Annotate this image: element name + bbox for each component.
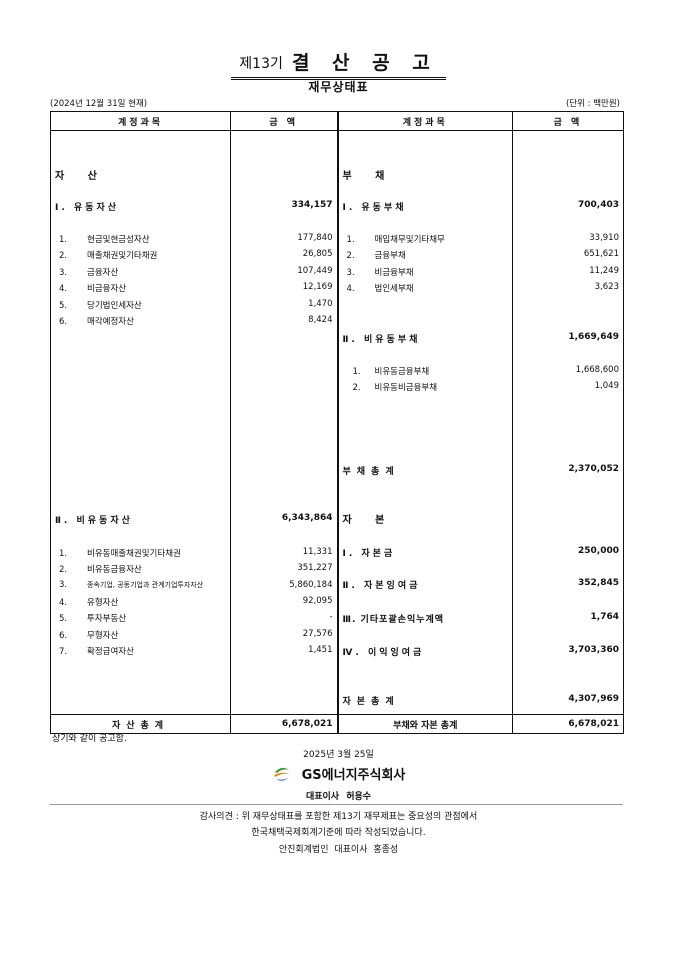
assets-section-label: 자 산 [55,171,107,182]
list-item: 2.매출채권및기타채권 [59,251,158,261]
list-item: 7.확정급여자산 [59,647,134,657]
amount: 33,910 [589,233,619,243]
noncurrent-assets-label: Ⅱ. 비유동자산 [55,516,133,526]
noncurrent-liabilities-label: Ⅱ. 비유동부채 [342,335,421,345]
list-item: 5.당기법인세자산 [59,301,142,311]
list-item: 1.현금및현금성자산 [59,235,150,245]
amount: 8,424 [308,315,333,325]
liabilities-amounts-cell: 700,403 33,910 651,621 11,249 3,623 1,66… [512,130,624,715]
amount: 351,227 [297,563,333,573]
as-of-date: (2024년 12월 31일 현재) [50,99,148,109]
current-assets-amount: 334,157 [291,200,333,210]
equity-item-label: Ⅱ. 자본잉여금 [342,581,421,591]
amount: 177,840 [297,233,333,243]
equity-item-amount: 1,764 [590,612,619,622]
header-account-right: 계정과목 [336,111,513,131]
company-name: GS에너지주식회사 [0,764,677,784]
list-item: 4.유형자산 [59,598,119,608]
divider [50,804,623,805]
equity-total-label: 자본총계 [342,697,400,707]
amount: 1,470 [308,299,333,309]
current-assets-label: Ⅰ. 유동자산 [55,203,120,213]
amount: 92,095 [302,596,333,606]
amount: 5,860,184 [289,580,333,590]
list-item: 6.무형자산 [59,631,119,641]
assets-amounts-cell: 334,157 177,840 26,805 107,449 12,169 1,… [230,130,338,715]
liabilities-section-label: 부 채 [342,171,395,182]
amount: - [329,612,333,622]
list-item: 4.법인세부채 [346,284,414,294]
amount: 27,576 [302,629,333,639]
amount: 26,805 [302,249,333,259]
current-liabilities-amount: 700,403 [578,200,619,210]
amount: 12,169 [302,282,333,292]
header-account-left: 계정과목 [50,111,231,131]
liabilities-total-amount: 2,370,052 [568,464,619,474]
equity-item-label: Ⅳ. 이익잉여금 [342,648,425,658]
liab-equity-total-label: 부채와 자본 총계 [336,714,513,734]
auditor-signature: 안진회계법인 대표이사 홍종성 [278,845,399,855]
assets-names-cell: 자 산 Ⅰ. 유동자산 1.현금및현금성자산 2.매출채권및기타채권 3.금융자… [50,130,231,715]
list-item: 1.비유동매출채권및기타채권 [59,549,181,559]
equity-item-amount: 3,703,360 [568,645,619,655]
current-liabilities-label: Ⅰ. 유동부채 [342,203,407,213]
noncurrent-liabilities-amount: 1,669,649 [568,332,619,342]
equity-total-amount: 4,307,969 [568,694,619,704]
list-item: 2.금융부채 [346,251,406,261]
equity-item-amount: 352,845 [578,578,619,588]
amount: 1,668,600 [575,365,619,375]
audit-opinion-line2: 한국채택국제회계기준에 따라 작성되었습니다. [251,828,426,838]
list-item: 1.매입채무및기타채무 [346,235,445,245]
audit-opinion-line1: 감사의견 : 위 재무상태표를 포함한 제13기 재무제표는 중요성의 관점에서 [199,812,478,822]
totals-row: 자산총계 6,678,021 부채와 자본 총계 6,678,021 [50,714,624,734]
list-item: 3.종속기업, 공동기업과 관계기업투자자산 [59,580,204,590]
list-item: 5.투자부동산 [59,614,127,624]
representative: 대표이사 허용수 [305,792,372,802]
amount: 1,451 [308,645,333,655]
equity-item-label: Ⅰ. 자본금 [342,549,396,559]
liabilities-names-cell: 부 채 Ⅰ. 유동부채 1.매입채무및기타채무 2.금융부채 3.비금융부채 4… [336,130,513,715]
company-rest: 에너지주식회사 [321,768,406,783]
title-text: 결 산 공 고 [291,52,438,74]
amount: 11,331 [302,547,333,557]
statement-subtitle: 재무상태표 [308,80,369,94]
company-prefix: GS [301,768,322,783]
amount: 11,249 [589,266,619,276]
header-row: 계정과목 금 액 계정과목 금 액 [50,111,624,131]
balance-sheet-table: 계정과목 금 액 계정과목 금 액 자 산 Ⅰ. 유동자산 1.현금및현금성자산… [50,111,624,734]
liabilities-total-label: 부채총계 [342,467,400,477]
assets-total-amount: 6,678,021 [230,714,338,734]
body-row: 자 산 Ⅰ. 유동자산 1.현금및현금성자산 2.매출채권및기타채권 3.금융자… [50,130,624,715]
list-item: 6.매각예정자산 [59,317,134,327]
announcement-note: 상기와 같이 공고함. [52,734,127,744]
list-item: 2.비유동비금융부채 [352,383,438,393]
publication-date: 2025년 3월 25일 [303,750,374,760]
list-item: 3.금융자산 [59,268,119,278]
equity-item-amount: 250,000 [578,546,619,556]
equity-item-label: Ⅲ. 기타포괄손익누계액 [342,615,445,625]
assets-total-label: 자산총계 [50,714,231,734]
list-item: 2.비유동금융자산 [59,565,142,575]
header-amount-right: 금 액 [512,111,624,131]
equity-section-label: 자 본 [342,515,395,526]
period-label: 제13기 [239,56,283,72]
header-amount-left: 금 액 [230,111,338,131]
amount: 651,621 [583,249,619,259]
list-item: 1.비유동금융부채 [352,367,430,377]
liab-equity-total-amount: 6,678,021 [512,714,624,734]
announcement-title: 제13기 결 산 공 고 [0,48,677,80]
gs-logo-icon [273,767,290,781]
amount: 3,623 [594,282,619,292]
amount: 107,449 [297,266,333,276]
list-item: 3.비금융부채 [346,268,414,278]
noncurrent-assets-amount: 6,343,864 [281,513,333,523]
unit-label: (단위 : 백만원) [565,99,620,109]
list-item: 4.비금융자산 [59,284,127,294]
amount: 1,049 [594,381,619,391]
